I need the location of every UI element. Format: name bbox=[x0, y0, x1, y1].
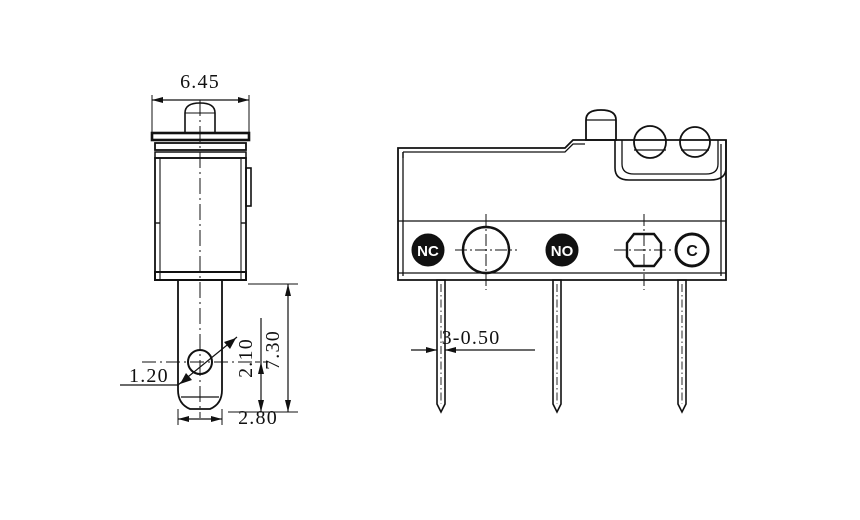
band-upper-1 bbox=[154, 142, 247, 151]
arrowhead-right bbox=[211, 416, 222, 422]
side-body-shell bbox=[397, 139, 727, 281]
terminal-label-nc: NC bbox=[411, 233, 445, 267]
front-view: 6.45 bbox=[120, 71, 298, 429]
body-right-lug bbox=[245, 167, 252, 207]
arrowhead-top bbox=[258, 362, 264, 374]
dimension-label-210: 2.10 bbox=[235, 338, 257, 378]
dimension-label-120: 1.20 bbox=[129, 365, 169, 387]
side-mounting-boss bbox=[614, 125, 727, 181]
mounting-hole-right bbox=[679, 126, 711, 158]
arrowhead-left bbox=[426, 347, 437, 353]
c-badge-circle bbox=[674, 232, 710, 268]
body-hole-round bbox=[455, 214, 517, 290]
dimension-terminal-length: 7.30 bbox=[228, 283, 298, 413]
terminal-label-no: NO bbox=[545, 233, 579, 267]
arrowhead-bottom bbox=[285, 400, 291, 412]
pin-outline bbox=[436, 279, 446, 414]
nc-badge-circle bbox=[411, 233, 445, 267]
body-outline bbox=[397, 139, 727, 281]
nc-badge-text: NC bbox=[417, 243, 439, 260]
arrowhead-right bbox=[238, 97, 249, 103]
c-badge-text: C bbox=[686, 243, 698, 260]
dimension-pin-thickness: 3-0.50 bbox=[411, 327, 535, 353]
body-hole-octagonal bbox=[614, 214, 674, 290]
mounting-hole-left bbox=[633, 125, 667, 159]
arrowhead-left bbox=[152, 97, 163, 103]
arrowhead-top bbox=[285, 284, 291, 296]
dimension-terminal-hole-dia: 1.20 bbox=[120, 336, 238, 387]
side-view: NC NO C bbox=[397, 109, 727, 414]
leader-arrow-lower bbox=[180, 373, 192, 384]
plunger-outline bbox=[585, 109, 617, 141]
dimension-terminal-width: 2.80 bbox=[177, 407, 278, 429]
side-plunger bbox=[585, 109, 617, 141]
hole-octagonal-outline bbox=[625, 232, 663, 268]
arrowhead-left bbox=[178, 416, 189, 422]
terminal-label-c: C bbox=[674, 232, 710, 268]
leader-arrow-upper bbox=[224, 338, 236, 349]
no-badge-text: NO bbox=[551, 243, 574, 260]
arrowhead-bottom bbox=[258, 400, 264, 412]
no-badge-circle bbox=[545, 233, 579, 267]
arrowhead-right bbox=[445, 347, 456, 353]
terminal-pin-left bbox=[436, 279, 446, 414]
boss-outline bbox=[614, 140, 727, 181]
dimension-label-280: 2.80 bbox=[238, 407, 278, 429]
terminal-pin-right bbox=[677, 279, 687, 414]
dimension-label-3-050: 3-0.50 bbox=[442, 327, 501, 349]
dimension-label-730: 7.30 bbox=[262, 330, 284, 370]
boss-inner-outline bbox=[621, 140, 719, 175]
pin-outline bbox=[552, 279, 562, 414]
terminal-pin-middle bbox=[552, 279, 562, 414]
pin-outline bbox=[677, 279, 687, 414]
terminal-outline bbox=[177, 280, 223, 410]
dimension-label-645: 6.45 bbox=[180, 71, 220, 93]
